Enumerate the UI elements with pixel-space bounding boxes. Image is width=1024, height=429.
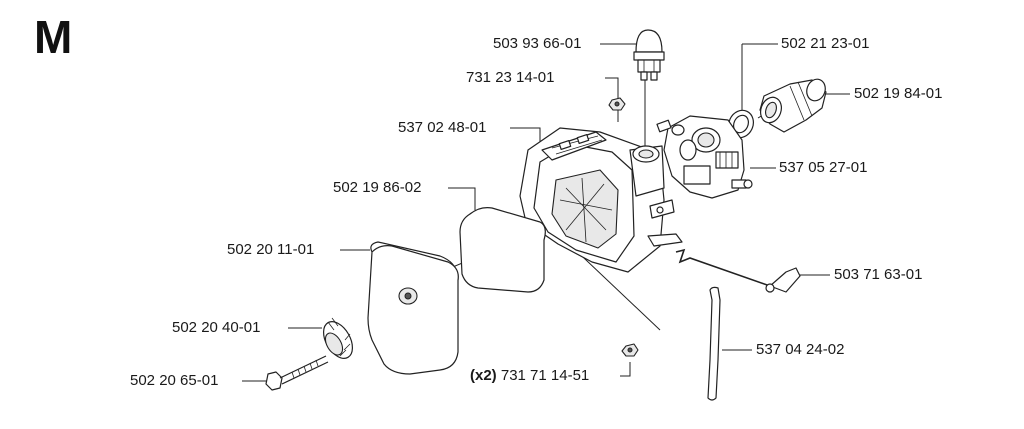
label-primer-bulb: 503 93 66-01 xyxy=(493,35,582,52)
leader-nut-top xyxy=(605,77,619,100)
filter-element-drawing xyxy=(459,207,546,293)
label-screw: 502 20 65-01 xyxy=(130,372,219,389)
fuel-hose-drawing xyxy=(707,286,721,401)
primer-bulb-drawing xyxy=(633,29,665,81)
leader-housing xyxy=(510,127,541,142)
label-intake-elbow: 502 19 84-01 xyxy=(854,85,943,102)
label-nut-top: 731 23 14-01 xyxy=(466,69,555,86)
label-knob: 502 20 40-01 xyxy=(172,319,261,336)
label-filter-element: 502 19 86-02 xyxy=(333,179,422,196)
section-letter: M xyxy=(34,11,73,63)
carburetor-drawing xyxy=(656,115,753,199)
label-fuel-hose: 537 04 24-02 xyxy=(756,341,845,358)
label-nut-bottom: (x2) 731 71 14-51 xyxy=(470,367,589,385)
label-throttle-rod: 503 71 63-01 xyxy=(834,266,923,283)
label-nut-bottom-number: 731 71 14-51 xyxy=(500,367,590,384)
label-carburetor: 537 05 27-01 xyxy=(779,159,868,176)
housing-drawing xyxy=(519,127,683,273)
label-air-filter-housing: 537 02 48-01 xyxy=(398,119,487,136)
intake-elbow-drawing xyxy=(759,78,827,133)
label-nut-bottom-qty: (x2) xyxy=(470,367,497,384)
leader-filter-element xyxy=(448,187,476,210)
screw-drawing xyxy=(265,355,329,391)
nut-top-drawing xyxy=(608,97,626,111)
leader-nut-bottom xyxy=(620,362,631,377)
label-filter-cover: 502 20 11-01 xyxy=(227,241,315,258)
knob-drawing xyxy=(322,317,354,359)
throttle-rod-drawing xyxy=(675,248,801,293)
nut-bottom-drawing xyxy=(621,343,639,357)
filter-cover-drawing xyxy=(367,241,459,375)
label-gasket-ring: 502 21 23-01 xyxy=(781,35,870,52)
